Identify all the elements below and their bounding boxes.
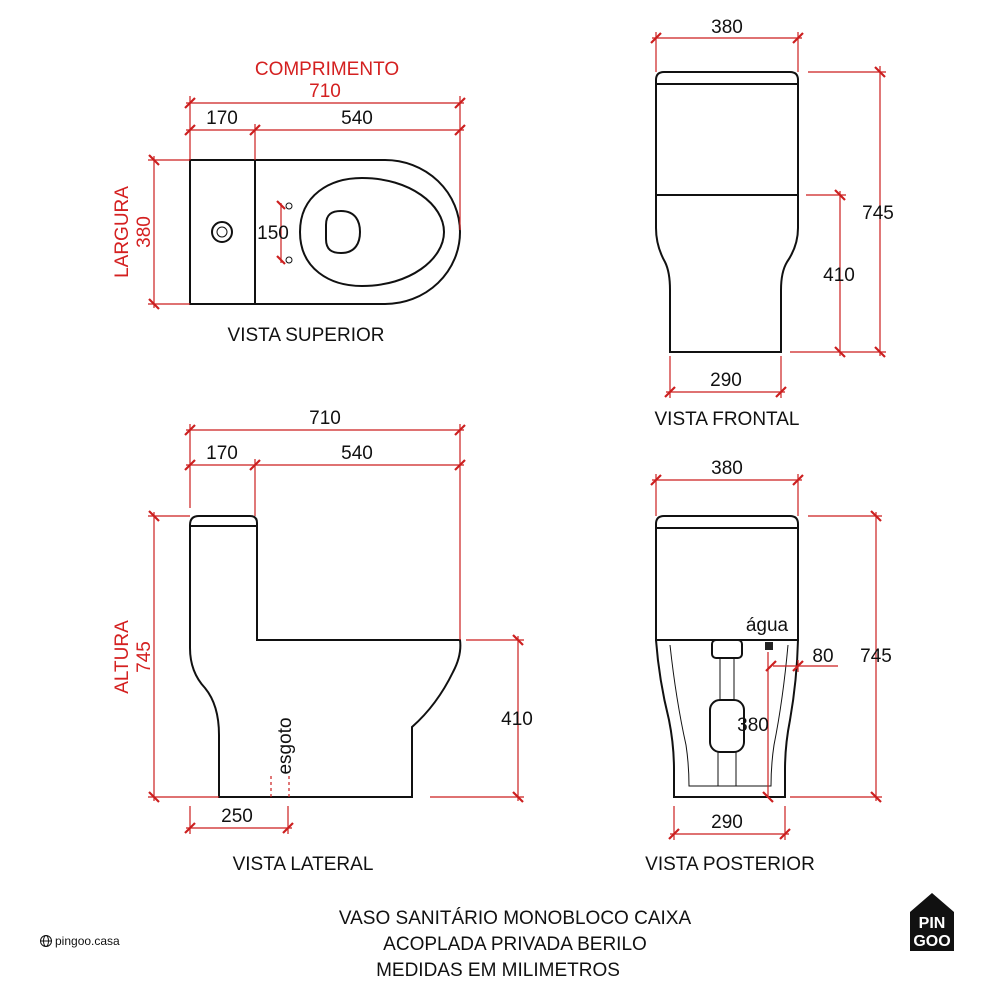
pingoo-logo: PIN GOO — [910, 893, 954, 951]
rear-view: água 380 745 80 380 290 VISTA POSTERIOR — [645, 458, 892, 875]
side-view-body — [189, 526, 462, 798]
flush-button-inner — [216, 226, 228, 238]
front-width-base: 290 — [710, 370, 742, 391]
footer-line-1: VASO SANITÁRIO MONOBLOCO CAIXA — [339, 908, 692, 929]
side-drain-distance: 250 — [221, 806, 253, 827]
rear-pipe-top — [711, 639, 743, 659]
top-width-title: LARGURA — [112, 186, 133, 278]
top-view-name: VISTA SUPERIOR — [228, 325, 385, 346]
front-height-total: 745 — [862, 203, 894, 224]
rear-view-name: VISTA POSTERIOR — [645, 854, 815, 875]
side-view-name: VISTA LATERAL — [233, 854, 374, 875]
top-length-value: 710 — [309, 81, 341, 102]
rear-view-lower — [655, 639, 799, 798]
water-inlet-icon — [765, 642, 773, 650]
front-view-lid — [655, 71, 799, 85]
top-view: COMPRIMENTO 710 170 540 LARGURA 380 150 … — [112, 59, 466, 346]
front-view: 380 745 410 290 VISTA FRONTAL — [650, 17, 894, 430]
footer-line-3: MEDIDAS EM MILIMETROS — [376, 960, 620, 981]
front-height-bowl: 410 — [823, 265, 855, 286]
side-bowl-length: 540 — [341, 443, 373, 464]
top-view-outline — [189, 159, 461, 305]
footer-line-2: ACOPLADA PRIVADA BERILO — [383, 934, 647, 955]
rear-water-height: 380 — [737, 715, 769, 736]
rear-water-label: água — [746, 615, 789, 636]
front-width-top: 380 — [711, 17, 743, 38]
top-bolt-spacing: 150 — [257, 223, 289, 244]
flush-button-icon — [211, 221, 233, 243]
side-height-value: 745 — [134, 641, 155, 673]
rear-view-lid — [655, 515, 799, 529]
logo-line-1: PIN — [919, 915, 946, 932]
logo-line-2: GOO — [913, 933, 950, 950]
top-bowl-length: 540 — [341, 108, 373, 129]
globe-icon — [40, 935, 52, 947]
top-length-title: COMPRIMENTO — [255, 59, 399, 80]
footer-site: pingoo.casa — [55, 934, 120, 948]
front-view-body — [655, 84, 799, 353]
front-view-name: VISTA FRONTAL — [655, 409, 800, 430]
rear-height-total: 745 — [860, 646, 892, 667]
rear-width-top: 380 — [711, 458, 743, 479]
rear-pipe-trap — [709, 699, 745, 753]
rear-view-inner-cavity — [669, 644, 789, 787]
bolt-hole-top — [285, 202, 293, 210]
top-tank-length: 170 — [206, 108, 238, 129]
side-view: esgoto 710 170 540 ALTURA 745 410 — [112, 408, 533, 875]
side-tank-length: 170 — [206, 443, 238, 464]
side-length: 710 — [309, 408, 341, 429]
footer: VASO SANITÁRIO MONOBLOCO CAIXA ACOPLADA … — [40, 893, 954, 981]
bolt-hole-bottom — [285, 256, 293, 264]
side-height-title: ALTURA — [112, 620, 133, 694]
rear-width-base: 290 — [711, 812, 743, 833]
side-view-lid — [189, 515, 258, 527]
top-view-bowl-opening — [325, 209, 362, 255]
top-view-bowl-rim — [298, 176, 446, 288]
side-height-bowl: 410 — [501, 709, 533, 730]
top-width-value: 380 — [134, 216, 155, 248]
side-drain-label: esgoto — [275, 717, 296, 774]
rear-water-offset: 80 — [812, 646, 833, 667]
